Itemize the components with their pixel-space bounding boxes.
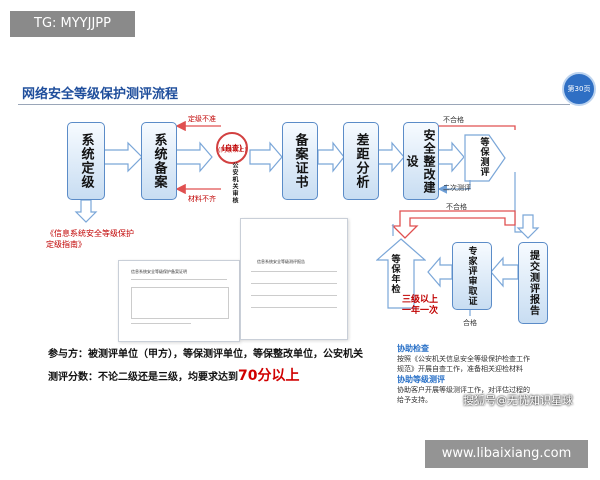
- step-submit-report: 提交测评报告: [518, 242, 548, 324]
- assist-assessment-text-1: 协助客户开展等级测评工作，对评估过程的: [397, 386, 530, 394]
- watermark-label: TG: MYYJJPP: [10, 11, 135, 37]
- flow-arrow-1-2: [102, 141, 143, 173]
- step-annual-inspection: 等保年检: [389, 254, 400, 294]
- review-circle: (自查): [216, 132, 248, 164]
- annual-frequency-note: 三级以上一年一次: [401, 295, 438, 316]
- step-gap-analysis: 差距分析: [343, 122, 379, 200]
- assist-check-text-2: 规范》开展自查工作，准备相关迎检材料: [397, 365, 523, 373]
- circle-same-level: (同级以上): [218, 147, 247, 154]
- footer-url-watermark: www.libaixiang.com: [425, 440, 588, 468]
- assessment-form-image: 信息系统安全等级测评报告: [240, 218, 348, 340]
- score-value: 70分以上: [238, 368, 300, 384]
- title-divider: [18, 104, 570, 105]
- certificate-title: 信息系统安全等级保护备案证明: [131, 269, 187, 274]
- step-filing-certificate: 备案证书: [282, 122, 318, 200]
- score-prefix: 测评分数：不论二级还是三级，均要求达到: [48, 372, 238, 383]
- step-system-grading: 系统定级: [67, 122, 105, 200]
- label-fail-mid: 不合格: [446, 203, 467, 211]
- annual-inspection-outline: [376, 238, 426, 309]
- label-second-assessment: 二次测评: [443, 184, 471, 192]
- sohu-watermark: 搜狐号@无忧知识星球: [463, 394, 573, 407]
- assist-check-text-1: 按照《公安机关信息安全等级保护检查工作: [397, 355, 530, 363]
- page-number-badge: 第30页: [562, 72, 596, 106]
- step-expert-review: 专家评审取证: [452, 242, 492, 310]
- form-title: 信息系统安全等级测评报告: [257, 259, 305, 264]
- step-security-rectification: 安全整改建设: [403, 122, 439, 200]
- score-line: 测评分数：不论二级还是三级，均要求达到70分以上: [48, 365, 299, 385]
- assist-panel: 协助检查 按照《公安机关信息安全等级保护检查工作 规范》开展自查工作，准备相关迎…: [397, 343, 562, 405]
- assist-check-heading: 协助检查: [397, 344, 429, 353]
- label-materials-incomplete: 材料不齐: [188, 195, 216, 203]
- assist-assessment-heading: 协助等级测评: [397, 375, 445, 384]
- label-pass: 合格: [463, 319, 477, 327]
- label-fail-top: 不合格: [443, 116, 464, 124]
- certificate-table: [131, 287, 229, 319]
- label-grading-inaccurate: 定级不准: [188, 115, 216, 123]
- assist-assessment-text-2: 给予支持。: [397, 396, 432, 404]
- participants-line: 参与方：被测评单位（甲方），等保测评单位，等保整改单位，公安机关: [48, 349, 363, 360]
- circle-police-review: 公安机关审核: [231, 162, 238, 204]
- page-title: 网络安全等级保护测评流程: [22, 87, 179, 102]
- filing-certificate-image: 信息系统安全等级保护备案证明: [118, 260, 240, 342]
- assessment-arrow-outline: [464, 134, 506, 182]
- circle-self-check: (自查): [221, 143, 243, 152]
- step-system-filing: 系统备案: [141, 122, 177, 200]
- grading-guide-reference: 《信息系统安全等级保护定级指南》: [46, 229, 134, 249]
